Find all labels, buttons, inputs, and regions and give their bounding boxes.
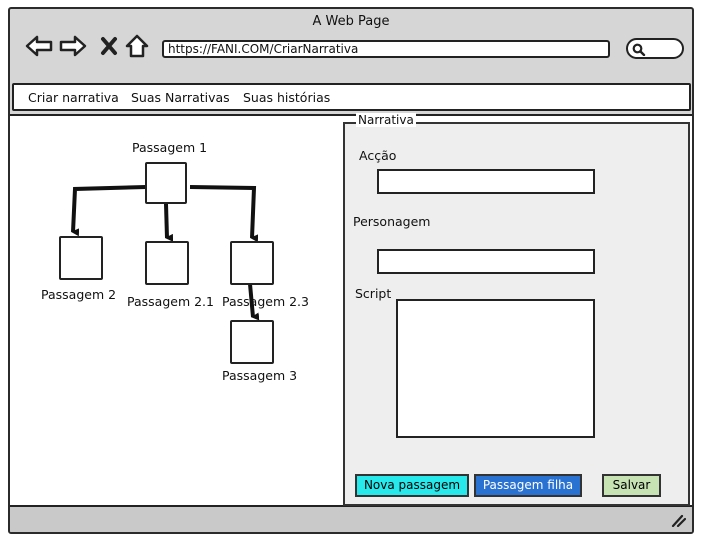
node-passagem-3[interactable] [230,320,274,364]
node-label: Passagem 2.1 [127,294,214,309]
search-icon [632,43,646,56]
salvar-button[interactable]: Salvar [602,474,661,497]
personagem-input[interactable] [377,249,595,274]
passage-tree-diagram [71,185,260,321]
home-icon[interactable] [122,31,152,61]
script-textarea[interactable] [396,299,595,438]
accao-input[interactable] [377,169,595,194]
accao-label: Acção [359,148,397,163]
menu-item-suas-narrativas[interactable]: Suas Narrativas [131,90,230,105]
edge-p1-p23 [189,185,259,243]
script-label: Script [355,286,392,301]
menu-bar: Criar narrativa Suas Narrativas Suas his… [12,83,691,111]
menu-item-suas-historias[interactable]: Suas histórias [243,90,331,105]
browser-window: A Web Page https://FANI.COM/CriarNarrati… [8,7,694,534]
node-passagem-2-3[interactable] [230,241,274,285]
node-label: Passagem 3 [222,368,298,383]
window-title: A Web Page [312,14,390,29]
status-bar [10,507,692,532]
node-label: Passagem 2.3 [222,294,309,309]
resize-grip-icon[interactable] [670,513,686,527]
passagem-filha-button[interactable]: Passagem filha [474,474,582,497]
close-icon[interactable] [94,31,124,61]
forward-arrow-icon[interactable] [58,31,88,61]
node-passagem-2[interactable] [59,236,103,280]
edge-p1-p2 [71,185,147,237]
edge-p23-p3 [248,283,260,321]
node-passagem-1[interactable] [145,162,187,204]
node-label: Passagem 1 [132,140,208,155]
menu-item-criar-narrativa[interactable]: Criar narrativa [28,90,119,105]
edge-p1-p21 [164,203,174,242]
personagem-label: Personagem [353,214,431,229]
node-label: Passagem 2 [41,287,117,302]
nova-passagem-button[interactable]: Nova passagem [355,474,469,497]
search-input[interactable] [626,38,684,59]
back-arrow-icon[interactable] [24,31,54,61]
panel-legend: Narrativa [356,113,416,127]
node-passagem-2-1[interactable] [145,241,189,285]
url-input[interactable]: https://FANI.COM/CriarNarrativa [162,40,610,58]
